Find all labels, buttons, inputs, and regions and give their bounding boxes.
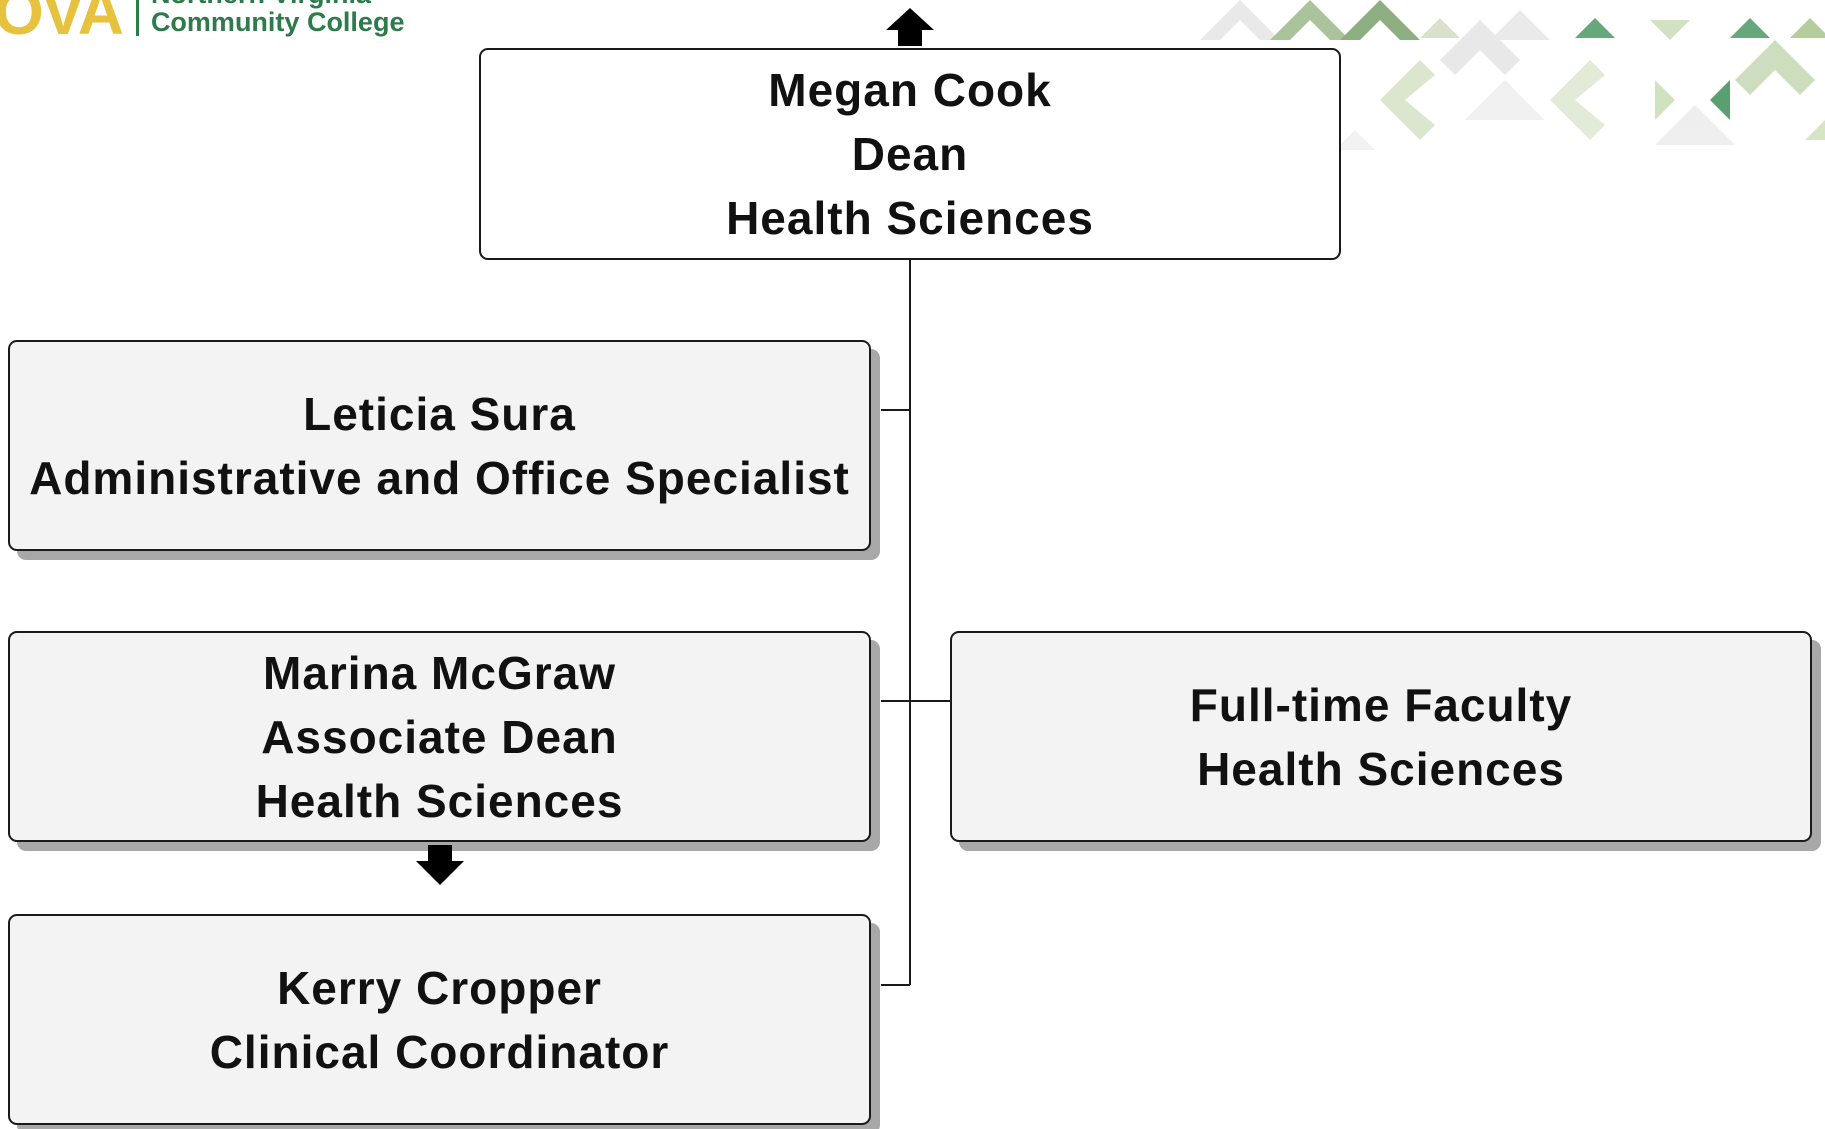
decorative-pattern	[1200, 0, 1825, 150]
logo-line-2: Community College	[150, 7, 405, 37]
logo-mark: OVA	[0, 0, 124, 48]
org-box-associate-dean: Marina McGraw Associate Dean Health Scie…	[8, 631, 871, 842]
box-title: Clinical Coordinator	[209, 1025, 670, 1078]
box-name: Marina McGraw	[263, 646, 616, 699]
org-box-dean: Megan Cook Dean Health Sciences	[479, 48, 1341, 260]
box-name: Kerry Cropper	[277, 961, 602, 1014]
down-arrow-icon	[416, 845, 464, 885]
box-name: Megan Cook	[768, 64, 1052, 116]
org-box-clinical-coordinator: Kerry Cropper Clinical Coordinator	[8, 914, 871, 1125]
logo-text: Northern Virginia Community College	[151, 0, 405, 36]
logo-divider	[135, 0, 139, 36]
box-title: Dean	[851, 128, 969, 180]
box-department: Health Sciences	[726, 192, 1094, 244]
logo-line-1: Northern Virginia	[151, 0, 405, 8]
org-box-admin-specialist: Leticia Sura Administrative and Office S…	[8, 340, 871, 551]
box-name: Full-time Faculty	[1189, 678, 1573, 731]
up-arrow-icon	[886, 8, 934, 46]
college-logo: OVA Northern Virginia Community College	[0, 0, 405, 44]
box-department: Health Sciences	[255, 774, 624, 827]
box-name: Leticia Sura	[303, 387, 576, 440]
box-title: Administrative and Office Specialist	[29, 451, 850, 504]
box-department: Health Sciences	[1197, 742, 1565, 795]
org-box-faculty: Full-time Faculty Health Sciences	[950, 631, 1812, 842]
box-title: Associate Dean	[261, 710, 618, 763]
